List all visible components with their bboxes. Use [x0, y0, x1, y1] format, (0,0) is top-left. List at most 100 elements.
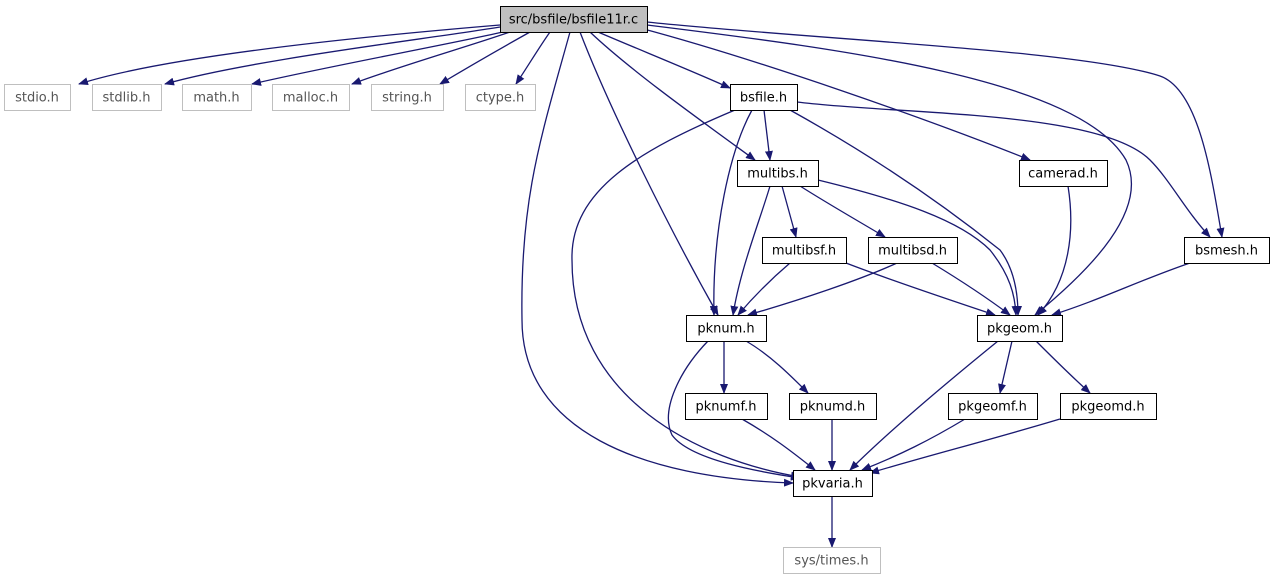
node-box: [371, 84, 444, 111]
edge-root-to-pknum: [579, 31, 719, 316]
node-label: pkgeomf.h: [958, 400, 1027, 415]
node-stdlib[interactable]: stdlib.h: [92, 84, 162, 111]
node-label: src/bsfile/bsfile11r.c: [509, 13, 638, 28]
edge-pkgeomd-to-pkvaria: [869, 418, 1061, 475]
edge-root-to-bsfile: [597, 31, 731, 89]
edge-root-to-camerad: [639, 27, 1031, 161]
node-label: pknum.h: [697, 322, 754, 337]
edge-pknum-to-pknumd: [745, 340, 809, 394]
node-box: [1184, 237, 1270, 264]
edge-pknumf-to-pkvaria: [741, 418, 816, 471]
edge-root-to-stdio: [78, 24, 501, 86]
edge-root-to-pkvaria: [521, 31, 794, 487]
edge-multibs-to-pkgeom: [817, 179, 1020, 316]
edge-bsfile-to-pkgeom: [789, 109, 1022, 316]
node-bsfile[interactable]: bsfile.h: [730, 84, 798, 111]
edge-root-to-malloc: [351, 31, 511, 85]
node-pkvaria[interactable]: pkvaria.h: [793, 470, 873, 497]
edge-multibsf-to-pkgeom: [845, 262, 996, 316]
node-box: [1060, 393, 1157, 420]
edge-bsfile-to-pkvaria: [571, 109, 801, 480]
node-box: [948, 393, 1038, 420]
node-box: [762, 237, 847, 264]
node-box: [783, 547, 881, 574]
node-box: [737, 160, 819, 187]
node-stdio[interactable]: stdio.h: [4, 84, 71, 111]
edge-multibs-to-pknum: [730, 185, 771, 316]
node-math[interactable]: math.h: [182, 84, 252, 111]
node-label: pknumf.h: [696, 400, 757, 415]
node-label: ctype.h: [476, 91, 525, 106]
edge-pkgeom-to-pkvaria: [849, 340, 999, 471]
node-pkgeomd[interactable]: pkgeomd.h: [1060, 393, 1157, 420]
node-label: string.h: [382, 91, 432, 106]
node-box: [500, 6, 648, 33]
edge-multibsf-to-pknum: [737, 262, 791, 316]
edge-multibsd-to-pkgeom: [931, 262, 1011, 316]
edge-root-to-bsmesh: [646, 21, 1225, 238]
node-box: [465, 84, 536, 111]
node-bsmesh[interactable]: bsmesh.h: [1184, 237, 1270, 264]
node-label: stdlib.h: [103, 91, 151, 106]
node-pkgeom[interactable]: pkgeom.h: [977, 315, 1063, 342]
edge-pknum-to-pkvaria: [667, 340, 801, 481]
node-pknumd[interactable]: pknumd.h: [789, 393, 877, 420]
node-label: pkvaria.h: [802, 477, 863, 492]
node-box: [685, 393, 768, 420]
edge-camerad-to-pkgeom: [1037, 185, 1072, 316]
node-camerad[interactable]: camerad.h: [1019, 160, 1108, 187]
node-label: pkgeomd.h: [1071, 400, 1144, 415]
node-box: [730, 84, 798, 111]
node-label: math.h: [193, 91, 239, 106]
node-box: [92, 84, 162, 111]
edge-root-to-string: [439, 31, 531, 85]
node-box: [4, 84, 71, 111]
edge-pkgeom-to-pkgeomd: [1035, 340, 1091, 394]
edge-root-to-stdlib: [164, 26, 501, 86]
node-malloc[interactable]: malloc.h: [272, 84, 350, 111]
edge-pkgeom-to-pkgeomf: [998, 340, 1013, 394]
node-label: bsmesh.h: [1195, 244, 1258, 259]
edge-bsfile-to-pknum: [709, 109, 753, 316]
node-label: multibs.h: [747, 167, 808, 182]
edge-bsfile-to-multibs: [763, 109, 773, 161]
node-string[interactable]: string.h: [371, 84, 444, 111]
node-box: [272, 84, 350, 111]
edge-pkgeomf-to-pkvaria: [861, 418, 966, 471]
node-pkgeomf[interactable]: pkgeomf.h: [948, 393, 1038, 420]
edge-root-to-ctype: [515, 31, 551, 85]
node-systimes[interactable]: sys/times.h: [783, 547, 881, 574]
node-pknumf[interactable]: pknumf.h: [685, 393, 768, 420]
node-box: [789, 393, 877, 420]
node-root[interactable]: src/bsfile/bsfile11r.c: [500, 6, 648, 33]
edge-root-to-math: [251, 31, 504, 86]
edge-multibs-to-multibsd: [799, 185, 886, 238]
node-box: [868, 237, 958, 264]
node-label: pknumd.h: [800, 400, 866, 415]
node-multibsd[interactable]: multibsd.h: [868, 237, 958, 264]
node-label: malloc.h: [283, 91, 338, 106]
node-box: [686, 315, 767, 342]
edge-bsfile-to-bsmesh: [796, 101, 1211, 238]
node-label: bsfile.h: [740, 91, 787, 106]
node-label: multibsf.h: [772, 244, 836, 259]
edge-multibsd-to-pknum: [747, 262, 898, 317]
node-label: stdio.h: [15, 91, 59, 106]
node-multibsf[interactable]: multibsf.h: [762, 237, 847, 264]
node-pknum[interactable]: pknum.h: [686, 315, 767, 342]
edge-root-to-multibs: [589, 31, 756, 161]
node-multibs[interactable]: multibs.h: [737, 160, 819, 187]
node-box: [793, 470, 873, 497]
edge-multibs-to-multibsf: [781, 185, 798, 238]
node-label: multibsd.h: [878, 244, 947, 259]
node-box: [1019, 160, 1108, 187]
edge-root-to-pkgeom: [646, 24, 1132, 316]
node-label: sys/times.h: [794, 554, 868, 569]
edge-bsmesh-to-pkgeom: [1051, 262, 1191, 317]
node-ctype[interactable]: ctype.h: [465, 84, 536, 111]
node-label: camerad.h: [1028, 167, 1098, 182]
node-label: pkgeom.h: [987, 322, 1052, 337]
node-box: [182, 84, 252, 111]
node-box: [977, 315, 1063, 342]
